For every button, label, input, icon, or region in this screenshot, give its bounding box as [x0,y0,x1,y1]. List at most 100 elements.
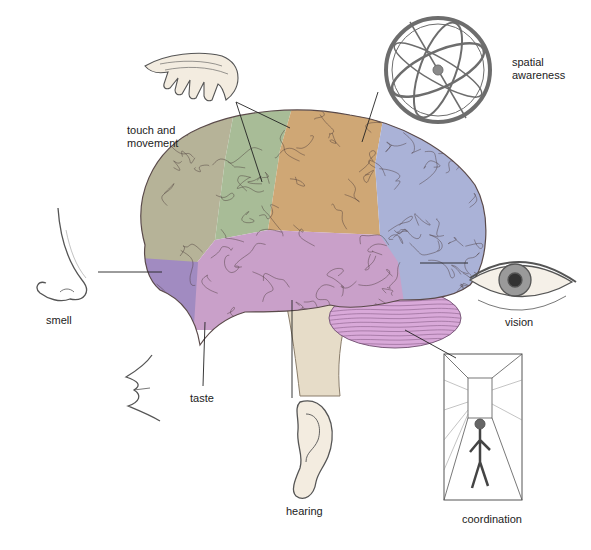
gyrus-line [332,329,351,335]
gyrus-line [345,179,360,202]
gyrus-line [379,169,400,190]
gyrus-line [465,239,482,248]
gyrus-line [449,315,469,327]
gyrus-line [296,136,313,149]
gyrus-line [177,98,210,116]
gyrus-line [369,151,376,168]
gyrus-line [174,161,182,171]
gyrus-line [403,132,421,153]
gyrus-line [181,250,196,285]
folia-line [325,321,465,325]
gyrus-line [235,243,266,267]
gyrus-line [119,162,148,181]
gyrus-line [424,161,440,169]
gyrus-line [435,299,443,306]
gyrus-line [320,115,334,139]
nose-drawing [37,208,86,301]
gyrus-line [436,219,444,236]
gyrus-line [410,241,440,255]
gyrus-line [224,255,238,272]
gyrus-line [304,301,331,322]
gyrus-line [427,299,463,311]
gyrus-line [438,129,478,154]
gyrus-line [280,130,299,161]
gyrus-line [211,247,233,259]
folia-line [325,334,465,338]
gyrus-line [429,235,442,251]
region-label: smell [46,314,106,327]
gyrus-line [263,326,284,332]
gyrus-line [422,132,466,144]
gyrus-line [221,229,244,242]
gyrus-line [261,172,269,183]
gyrus-line [194,165,209,172]
gyrus-line [364,170,374,182]
region-label: taste [190,392,250,405]
gyrus-line [238,176,251,191]
gyrus-line [242,212,254,223]
gyrus-line [162,184,174,206]
gyrus-line [330,329,363,350]
gyrus-line [357,314,382,335]
gyrus-line [447,142,453,150]
folia-line [325,317,465,321]
gyrus-line [262,206,283,233]
gyrus-line [423,129,447,142]
gyrus-line [104,230,145,242]
gyrus-line [252,272,273,302]
gyrus-line [446,161,459,173]
gyrus-line [479,157,488,181]
gyrus-line [387,262,400,288]
region-label: vision [505,316,565,329]
region-label: touch and movement [127,124,193,150]
folia-line [325,330,465,334]
gyrus-line [386,142,407,152]
gyrus-line [316,285,334,305]
gyrus-line [331,204,346,229]
gyrus-line [379,299,405,311]
folia-line [325,326,465,330]
gyrus-line [393,230,407,238]
gyrus-line [314,104,324,119]
gyrus-line [415,214,430,226]
ear-drawing [293,401,332,498]
gyrus-line [397,229,421,238]
gyrus-line [256,229,283,236]
gyrus-line [248,176,262,184]
gyrus-line [388,216,412,231]
gyrus-line [290,177,305,186]
region-label: hearing [286,505,356,518]
gyrus-line [136,323,147,333]
gyrus-line [330,133,340,147]
gyrus-line [228,148,262,163]
folia-line [325,338,465,342]
gyrus-line [327,268,344,287]
gyrus-line [366,112,381,133]
gyrus-line [462,117,473,131]
gyrus-line [444,303,463,328]
folia-line [325,308,465,312]
gyrus-line [237,177,264,192]
folia-line [325,313,465,317]
gyrus-line [448,237,463,246]
gyrus-line [368,244,387,255]
gyrus-line [360,235,389,245]
region-label: spatial awareness [512,56,574,82]
gyrus-line [365,254,376,270]
corridor-figure [444,354,522,500]
region-label: coordination [462,513,562,526]
gyrus-line [147,290,163,298]
gyrus-line [306,315,339,333]
gyrus-line [451,265,468,274]
gyrus-line [275,148,305,158]
mouth-drawing [126,355,160,421]
gyrus-line [293,225,314,246]
gyrus-line [358,269,392,285]
hand-drawing [145,53,238,101]
cerebrum [100,80,520,351]
eye-drawing [470,262,576,310]
gyrus-line [224,339,254,345]
gyrus-line [359,160,385,176]
gyrus-line [419,151,437,184]
